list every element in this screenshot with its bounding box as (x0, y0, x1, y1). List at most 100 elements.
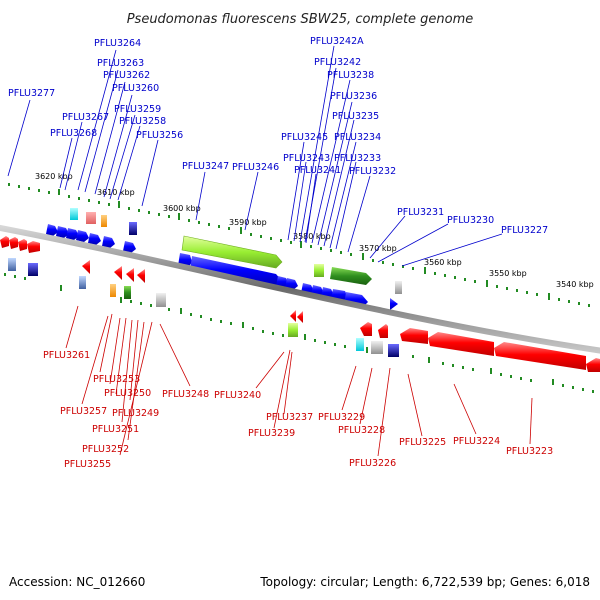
reverse-leader-lines (65, 305, 533, 457)
gene-reverse[interactable] (378, 324, 388, 338)
gene-label-forward[interactable]: PFLU3242A (310, 36, 364, 47)
gene-forward[interactable] (330, 267, 372, 285)
gene-label-forward[interactable]: PFLU3243 (283, 153, 330, 164)
reverse-strand-genes (0, 236, 600, 372)
gene-reverse[interactable] (288, 323, 298, 337)
scale-label: 3550 kbp (489, 269, 527, 278)
gene-reverse[interactable] (494, 342, 586, 370)
gene-label-forward[interactable]: PFLU3227 (501, 225, 548, 236)
gene-forward[interactable] (390, 298, 398, 310)
scale-label: 3580 kbp (293, 232, 331, 241)
gene-reverse[interactable] (18, 239, 27, 251)
gene-forward[interactable] (88, 233, 101, 245)
gene-label-reverse[interactable]: PFLU3248 (162, 389, 209, 400)
gene-label-forward[interactable]: PFLU3238 (327, 70, 374, 81)
gene-label-forward[interactable]: PFLU3258 (119, 116, 166, 127)
gene-label-forward[interactable]: PFLU3236 (330, 91, 377, 102)
gene-label-forward[interactable]: PFLU3234 (334, 132, 381, 143)
gene-reverse[interactable] (360, 322, 372, 336)
gene-reverse[interactable] (8, 258, 16, 271)
gene-label-forward[interactable]: PFLU3242 (314, 57, 361, 68)
gene-reverse[interactable] (586, 358, 600, 372)
gene-forward[interactable] (66, 228, 79, 240)
gene-forward[interactable] (395, 281, 402, 294)
gene-label-forward[interactable]: PFLU3246 (232, 162, 279, 173)
gene-label-reverse[interactable]: PFLU3223 (506, 446, 553, 457)
gene-label-forward[interactable]: PFLU3232 (349, 166, 396, 177)
gene-forward[interactable] (101, 215, 107, 227)
gene-reverse[interactable] (114, 266, 122, 280)
gene-reverse[interactable] (400, 328, 428, 344)
scale-label: 3540 kbp (556, 280, 594, 289)
gene-forward[interactable] (70, 208, 78, 220)
gene-label-reverse[interactable]: PFLU3228 (338, 425, 385, 436)
forward-strand-genes (46, 208, 402, 310)
gene-label-forward[interactable]: PFLU3241 (294, 165, 341, 176)
gene-forward[interactable] (285, 278, 298, 290)
gene-reverse[interactable] (27, 241, 40, 253)
gene-label-reverse[interactable]: PFLU3255 (64, 459, 111, 470)
gene-reverse[interactable] (0, 236, 9, 248)
gene-label-forward[interactable]: PFLU3230 (447, 215, 494, 226)
gene-label-forward[interactable]: PFLU3235 (332, 111, 379, 122)
gene-forward[interactable] (314, 264, 324, 277)
gene-label-forward[interactable]: PFLU3277 (8, 88, 55, 99)
genome-backbone (0, 224, 600, 354)
gene-reverse[interactable] (297, 311, 303, 323)
gene-label-reverse[interactable]: PFLU3251 (92, 424, 139, 435)
gene-label-forward[interactable]: PFLU3268 (50, 128, 97, 139)
gene-reverse[interactable] (9, 237, 18, 249)
gene-reverse[interactable] (126, 268, 134, 282)
gene-label-reverse[interactable]: PFLU3226 (349, 458, 396, 469)
gene-forward[interactable] (76, 230, 89, 242)
gene-reverse[interactable] (428, 332, 494, 356)
gene-label-forward[interactable]: PFLU3231 (397, 207, 444, 218)
gene-label-forward[interactable]: PFLU3247 (182, 161, 229, 172)
gene-label-forward[interactable]: PFLU3256 (136, 130, 183, 141)
scale-label: 3610 kbp (97, 188, 135, 197)
gene-reverse[interactable] (137, 269, 145, 283)
gene-reverse[interactable] (124, 286, 131, 299)
gene-forward[interactable] (46, 224, 58, 236)
gene-reverse[interactable] (28, 263, 38, 276)
gene-label-reverse[interactable]: PFLU3225 (399, 437, 446, 448)
gene-label-reverse[interactable]: PFLU3261 (43, 350, 90, 361)
gene-label-forward[interactable]: PFLU3260 (112, 83, 159, 94)
gene-forward[interactable] (102, 236, 115, 248)
gene-reverse[interactable] (388, 344, 399, 357)
gene-forward[interactable] (123, 241, 136, 253)
gene-reverse[interactable] (82, 260, 90, 274)
gene-label-reverse[interactable]: PFLU3252 (82, 444, 129, 455)
gene-label-reverse[interactable]: PFLU3249 (112, 408, 159, 419)
gene-forward-highlight[interactable] (181, 235, 283, 269)
accession-text: Accession: NC_012660 (9, 575, 145, 589)
gene-label-reverse[interactable]: PFLU3240 (214, 390, 261, 401)
gene-reverse[interactable] (110, 284, 116, 297)
gene-label-reverse[interactable]: PFLU3229 (318, 412, 365, 423)
gene-forward[interactable] (56, 226, 69, 238)
gene-label-forward[interactable]: PFLU3245 (281, 132, 328, 143)
gene-reverse[interactable] (356, 338, 364, 351)
gene-forward[interactable] (129, 222, 137, 235)
gene-label-reverse[interactable]: PFLU3253 (93, 374, 140, 385)
gene-label-reverse[interactable]: PFLU3239 (248, 428, 295, 439)
gene-label-reverse[interactable]: PFLU3237 (266, 412, 313, 423)
gene-reverse[interactable] (156, 293, 166, 307)
gene-label-forward[interactable]: PFLU3259 (114, 104, 161, 115)
gene-label-reverse[interactable]: PFLU3224 (453, 436, 500, 447)
gene-forward[interactable] (190, 256, 282, 287)
gene-label-reverse[interactable]: PFLU3250 (104, 388, 151, 399)
gene-reverse[interactable] (79, 276, 86, 289)
scale-label: 3620 kbp (35, 172, 73, 181)
gene-label-forward[interactable]: PFLU3267 (62, 112, 109, 123)
gene-reverse[interactable] (290, 310, 296, 322)
gene-label-forward[interactable]: PFLU3233 (334, 153, 381, 164)
gene-label-forward[interactable]: PFLU3262 (103, 70, 150, 81)
reverse-labels: PFLU3261 PFLU3253 PFLU3250 PFLU3248 PFLU… (43, 350, 553, 470)
gene-label-forward[interactable]: PFLU3263 (97, 58, 144, 69)
gene-label-reverse[interactable]: PFLU3257 (60, 406, 107, 417)
scale-label: 3590 kbp (229, 218, 267, 227)
gene-reverse[interactable] (371, 341, 383, 354)
gene-forward[interactable] (86, 212, 96, 224)
gene-label-forward[interactable]: PFLU3264 (94, 38, 141, 49)
